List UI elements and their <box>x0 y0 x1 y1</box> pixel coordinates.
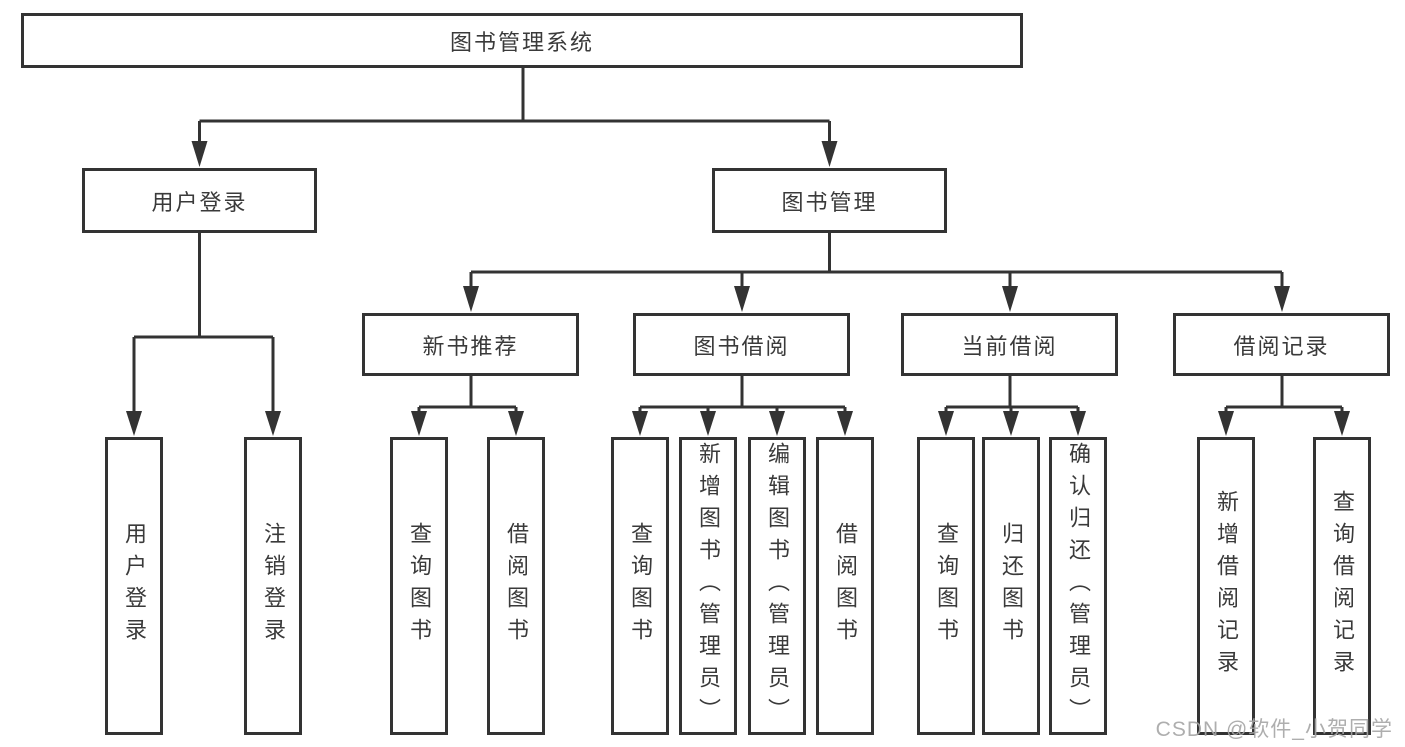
leaf-borrow-books: 借阅图书 <box>816 437 874 735</box>
leaf-query-books-recommend: 查询图书 <box>390 437 448 735</box>
leaf-borrow-books-label: 借阅图书 <box>833 522 858 650</box>
connector-new-book-recommend <box>417 376 518 416</box>
connector-root <box>198 68 831 146</box>
connector-borrow-records <box>1224 376 1344 416</box>
leaf-borrow-books-recommend: 借阅图书 <box>487 437 545 735</box>
leaf-edit-books-admin: 编辑图书（管理员） <box>748 437 806 735</box>
leaf-query-borrow-record-label: 查询借阅记录 <box>1330 490 1355 682</box>
leaf-borrow-books-recommend-label: 借阅图书 <box>504 522 529 650</box>
leaf-logout-label: 注销登录 <box>261 522 286 650</box>
arrowheads-user-login <box>126 411 281 436</box>
leaf-logout: 注销登录 <box>244 437 302 735</box>
node-book-management: 图书管理 <box>712 168 947 233</box>
arrowheads-borrow-records <box>1218 411 1350 436</box>
leaf-confirm-return-admin: 确认归还（管理员） <box>1049 437 1107 735</box>
leaf-query-books-borrow-label: 查询图书 <box>628 522 653 650</box>
node-book-management-label: 图书管理 <box>781 189 878 215</box>
arrowheads-current-borrow <box>938 411 1086 436</box>
node-library-system-label: 图书管理系统 <box>449 29 594 55</box>
node-book-borrow: 图书借阅 <box>633 313 850 376</box>
node-library-system: 图书管理系统 <box>21 13 1023 68</box>
leaf-user-login-label: 用户登录 <box>122 522 147 650</box>
connector-book-borrow <box>638 376 847 416</box>
leaf-edit-books-admin-label: 编辑图书（管理员） <box>765 442 790 730</box>
leaf-add-borrow-record-label: 新增借阅记录 <box>1214 490 1239 682</box>
connector-user-login <box>132 233 275 416</box>
node-borrow-records: 借阅记录 <box>1173 313 1390 376</box>
leaf-add-books-admin: 新增图书（管理员） <box>679 437 737 735</box>
leaf-return-books: 归还图书 <box>982 437 1040 735</box>
node-current-borrow: 当前借阅 <box>901 313 1118 376</box>
node-book-borrow-label: 图书借阅 <box>693 333 790 359</box>
leaf-return-books-label: 归还图书 <box>999 522 1024 650</box>
node-current-borrow-label: 当前借阅 <box>961 333 1058 359</box>
leaf-confirm-return-admin-label: 确认归还（管理员） <box>1066 442 1091 730</box>
connector-current-borrow <box>944 376 1080 416</box>
node-new-book-recommend-label: 新书推荐 <box>422 333 519 359</box>
arrowheads-book-management <box>463 286 1290 312</box>
arrowheads-root <box>191 141 838 167</box>
arrowheads-book-borrow <box>632 411 853 436</box>
arrowheads-new-book-recommend <box>411 411 524 436</box>
node-borrow-records-label: 借阅记录 <box>1233 333 1330 359</box>
connector-book-management <box>469 233 1284 291</box>
csdn-watermark: CSDN @软件_小贺同学 <box>1155 718 1393 741</box>
node-new-book-recommend: 新书推荐 <box>362 313 579 376</box>
node-user-login-label: 用户登录 <box>151 189 248 215</box>
node-user-login: 用户登录 <box>82 168 317 233</box>
leaf-query-books-borrow: 查询图书 <box>611 437 669 735</box>
leaf-query-borrow-record: 查询借阅记录 <box>1313 437 1371 735</box>
leaf-query-books-current-label: 查询图书 <box>934 522 959 650</box>
leaf-add-borrow-record: 新增借阅记录 <box>1197 437 1255 735</box>
leaf-user-login: 用户登录 <box>105 437 163 735</box>
leaf-query-books-recommend-label: 查询图书 <box>407 522 432 650</box>
leaf-add-books-admin-label: 新增图书（管理员） <box>696 442 721 730</box>
leaf-query-books-current: 查询图书 <box>917 437 975 735</box>
